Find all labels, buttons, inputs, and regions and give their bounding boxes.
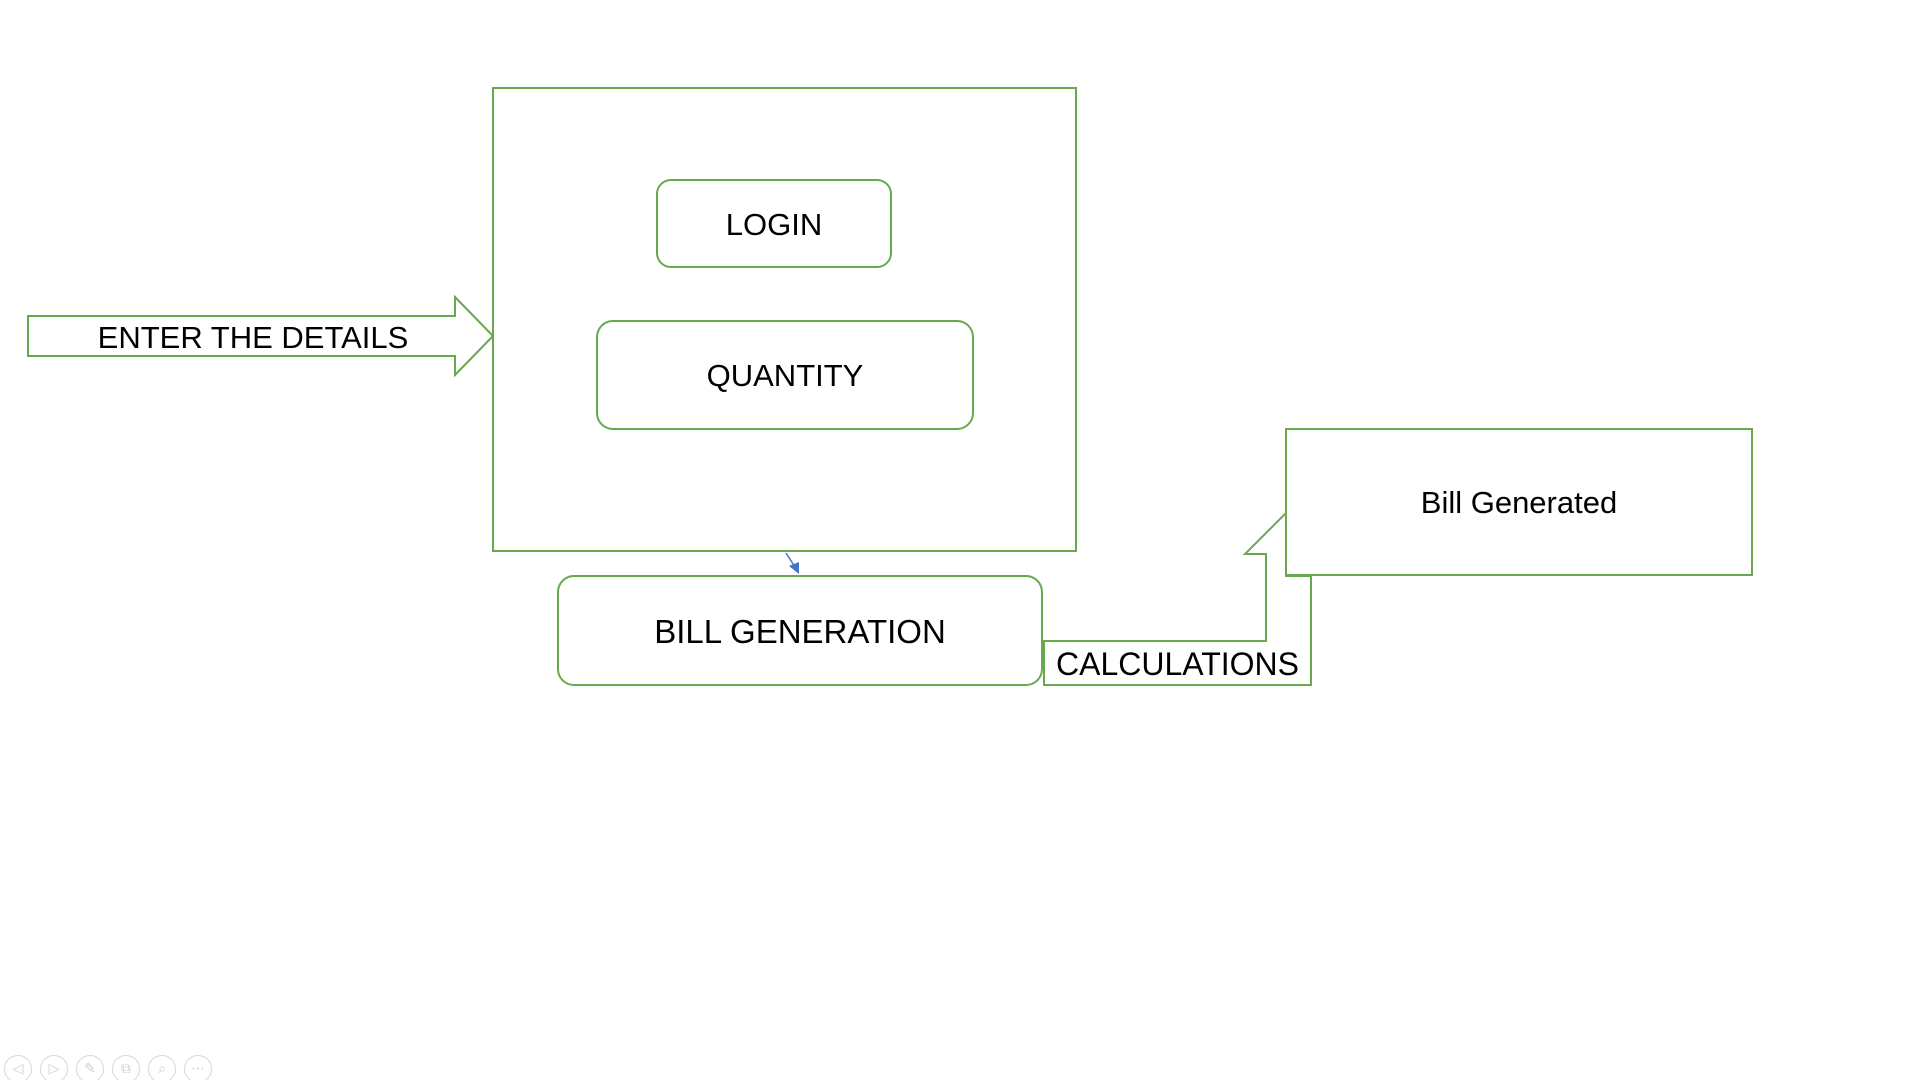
enter-details-arrow <box>27 294 495 378</box>
calculations-label: CALCULATIONS <box>1055 646 1299 682</box>
next-slide-icon[interactable]: ▷ <box>40 1055 68 1080</box>
slideshow-controls: ◁ ▷ ✎ ⧉ ⌕ ⋯ <box>4 1055 212 1080</box>
input-container <box>492 87 1077 552</box>
zoom-icon[interactable]: ⌕ <box>148 1055 176 1080</box>
bill-generated-label: Bill Generated <box>1420 485 1618 520</box>
login-box <box>656 179 892 268</box>
previous-slide-icon[interactable]: ◁ <box>4 1055 32 1080</box>
bill-generation-label: BILL GENERATION <box>654 613 946 650</box>
quantity-label: QUANTITY <box>706 358 864 393</box>
pen-icon[interactable]: ✎ <box>76 1055 104 1080</box>
bill-generated-box <box>1285 428 1753 576</box>
bill-generation-box <box>557 575 1043 686</box>
slides-icon[interactable]: ⧉ <box>112 1055 140 1080</box>
enter-details-label: ENTER THE DETAILS <box>97 320 409 355</box>
quantity-box <box>596 320 974 430</box>
login-label: LOGIN <box>725 207 823 242</box>
connector-arrowhead <box>789 562 799 574</box>
more-options-icon[interactable]: ⋯ <box>184 1055 212 1080</box>
